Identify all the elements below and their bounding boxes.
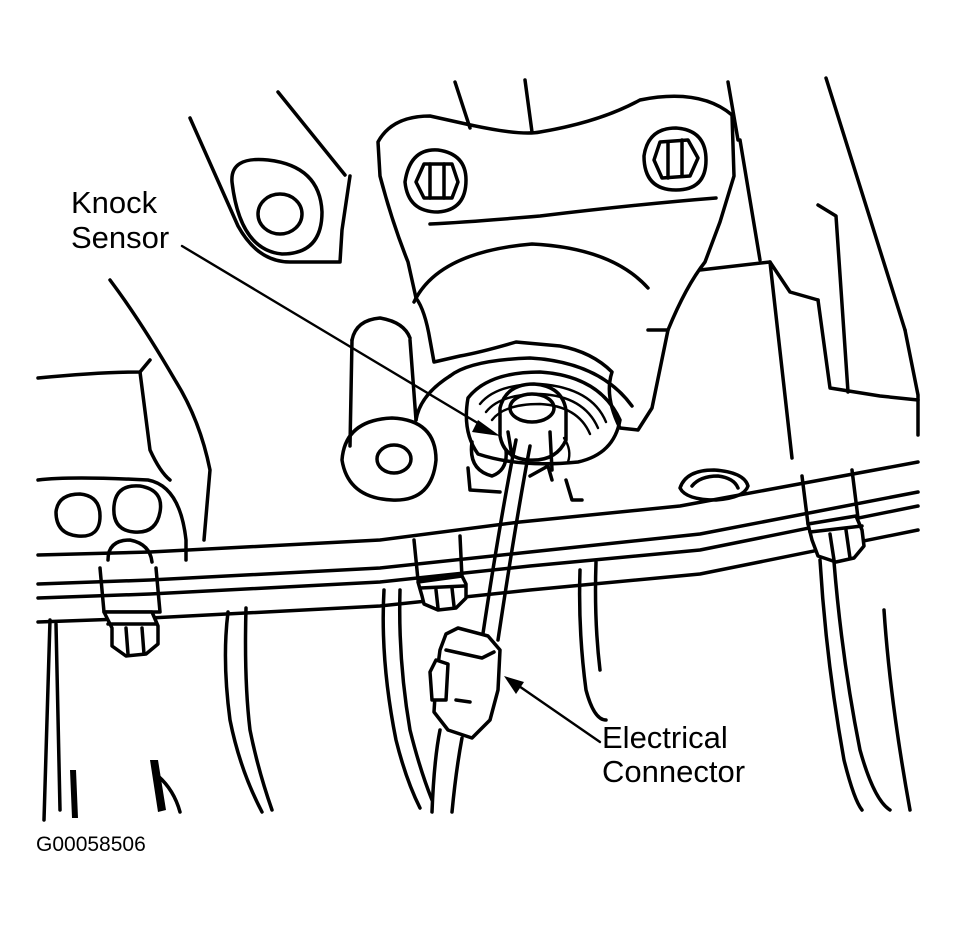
- knock-sensor-leader: [180, 244, 500, 436]
- engine-block-right: [453, 76, 920, 460]
- upper-left-bracket: [188, 90, 352, 264]
- electrical-connector-label-line1: Electrical: [602, 720, 728, 755]
- electrical-connector-assembly: [428, 438, 532, 814]
- knock-sensor-label-line2: Sensor: [71, 220, 169, 255]
- rail-nuts: [98, 468, 866, 658]
- figure-id: G00058506: [36, 833, 146, 856]
- knock-sensor-label-line1: Knock: [71, 185, 158, 220]
- electrical-connector-label-line2: Connector: [602, 754, 745, 789]
- mounting-bracket: [376, 94, 736, 432]
- lower-skirt: [42, 558, 912, 822]
- electrical-connector-leader: [504, 676, 602, 744]
- knock-sensor-assembly: [448, 356, 634, 502]
- left-flange: [36, 278, 212, 564]
- oil-pan-rail: [36, 460, 920, 624]
- left-lobe: [340, 316, 452, 502]
